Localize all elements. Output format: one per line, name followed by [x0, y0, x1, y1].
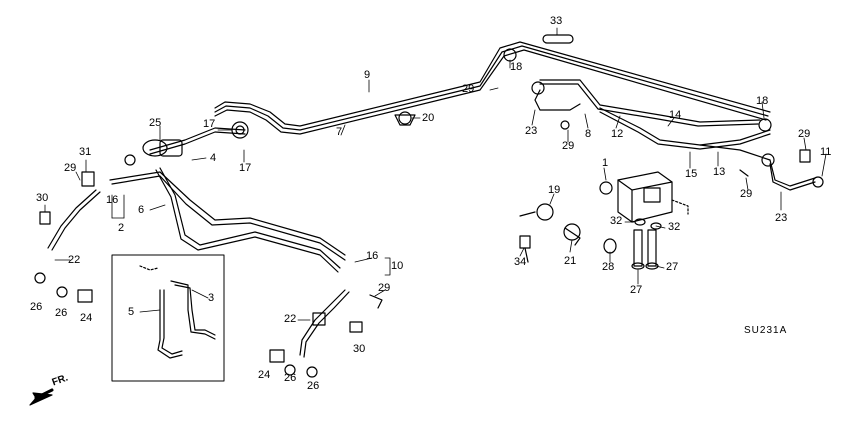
callout-26b: 26: [55, 307, 68, 319]
callout-18a: 18: [510, 61, 523, 73]
callout-26d: 26: [307, 380, 320, 392]
callout-29c: 29: [562, 140, 575, 152]
callout-26c: 26: [284, 372, 297, 384]
callout-34: 34: [514, 256, 527, 268]
callout-11: 11: [820, 146, 832, 158]
callout-16b: 16: [366, 250, 379, 262]
callout-13: 13: [713, 166, 726, 178]
inset-box: [111, 254, 225, 382]
callout-22b: 22: [284, 313, 297, 325]
callout-21: 21: [564, 255, 577, 267]
callout-4: 4: [210, 152, 217, 164]
callout-17a: 17: [203, 118, 216, 130]
diagram-code: SU231A: [744, 325, 788, 336]
callout-30b: 30: [353, 343, 366, 355]
callout-26a: 26: [30, 301, 43, 313]
hardware: [34, 149, 811, 378]
callout-24a: 24: [80, 312, 93, 324]
callout-12: 12: [611, 128, 624, 140]
callout-29a: 29: [64, 162, 77, 174]
callout-19: 19: [548, 184, 561, 196]
fittings: [394, 48, 824, 191]
rear-right-lines: [539, 79, 771, 161]
callout-15: 15: [685, 168, 698, 180]
callout-29d: 29: [798, 128, 811, 140]
callout-5: 5: [128, 306, 135, 318]
callout-25: 25: [149, 117, 162, 129]
callout-9: 9: [364, 69, 371, 81]
callout-30a: 30: [36, 192, 49, 204]
leader-lines: [44, 27, 827, 321]
front-left-lines: [47, 167, 346, 273]
callout-10: 10: [391, 260, 404, 272]
callout-29f: 29: [378, 282, 391, 294]
callout-14: 14: [669, 109, 682, 121]
callout-29e: 29: [740, 188, 753, 200]
callout-27a: 27: [666, 261, 679, 273]
callout-27b: 27: [630, 284, 643, 296]
callout-32b: 32: [668, 221, 681, 233]
callout-6: 6: [138, 204, 145, 216]
callout-2: 2: [118, 222, 125, 234]
callout-7: 7: [336, 126, 343, 138]
callout-20: 20: [422, 112, 435, 124]
callout-16a: 16: [106, 194, 119, 206]
valve-lines: [149, 127, 246, 155]
callout-32a: 32: [610, 215, 623, 227]
callout-18b: 18: [756, 95, 769, 107]
callout-22a: 22: [68, 254, 81, 266]
callout-23b: 23: [775, 212, 788, 224]
center-hose: [299, 289, 350, 358]
callout-3: 3: [208, 292, 215, 304]
pin-33: [542, 34, 574, 44]
combination-valve: [599, 171, 689, 223]
callout-23a: 23: [525, 125, 538, 137]
callout-31: 31: [79, 146, 92, 158]
callout-28: 28: [602, 261, 615, 273]
front-arrow-icon: [29, 388, 54, 406]
callout-8: 8: [585, 128, 592, 140]
callout-17b: 17: [239, 162, 252, 174]
callout-33: 33: [550, 15, 563, 27]
callout-24b: 24: [258, 369, 271, 381]
callout-1: 1: [602, 157, 609, 169]
callout-29b: 29: [462, 83, 475, 95]
